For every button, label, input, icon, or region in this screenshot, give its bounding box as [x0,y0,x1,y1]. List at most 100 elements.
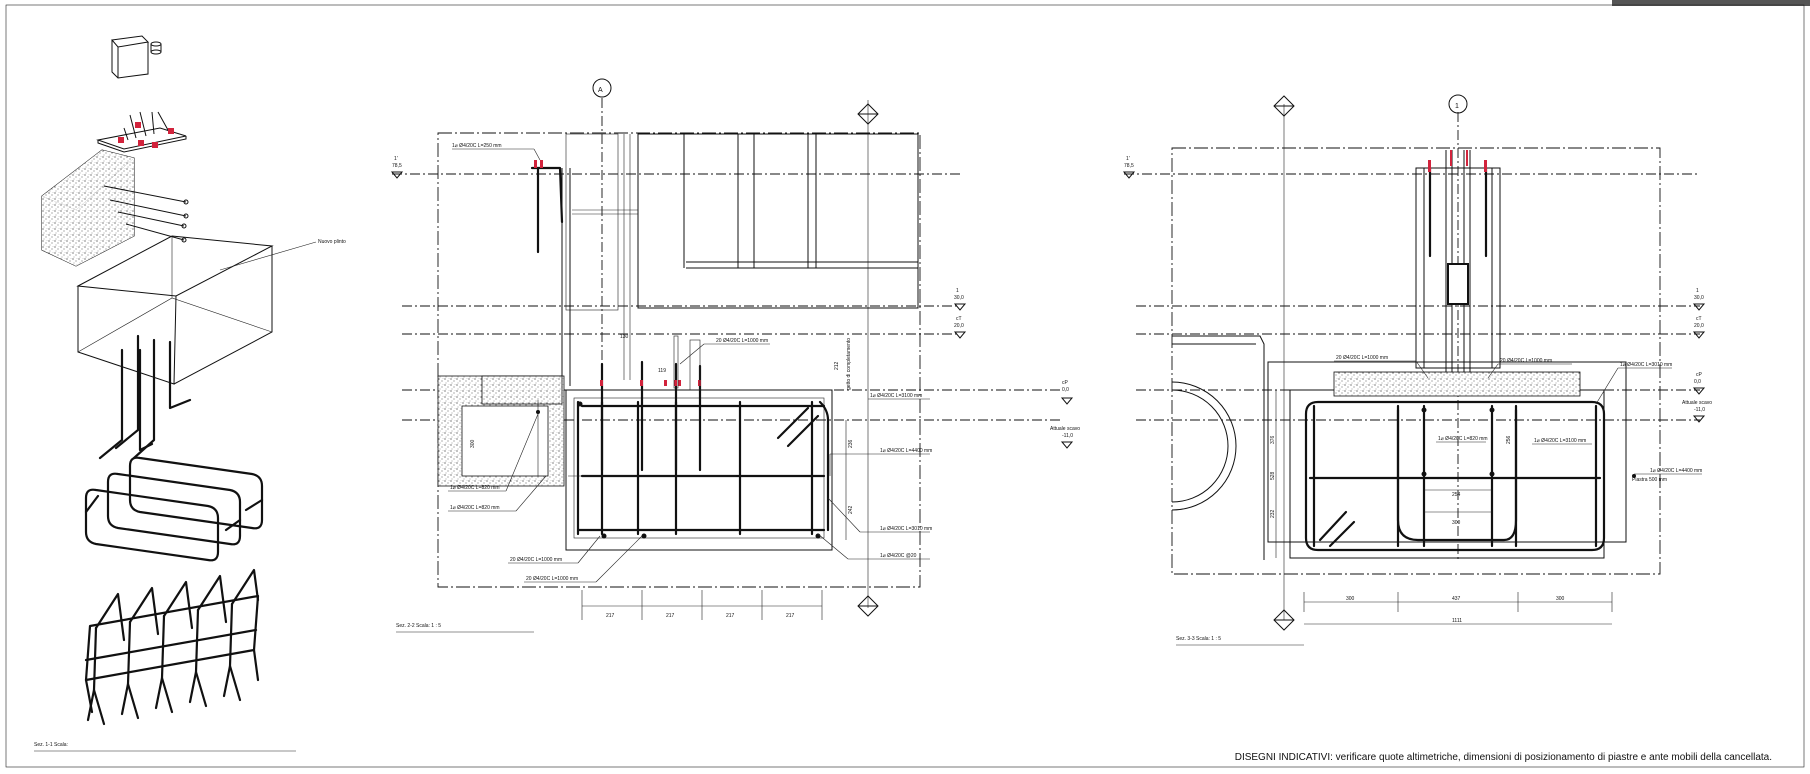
v3-rebar-label-3: 1⌀ Ø4/20C L=820 mm [1438,436,1488,442]
v3-rebar-label-6: Piastra 500 mm [1632,477,1667,483]
v2-level-name-scavo: Attuale scavo [1050,426,1080,432]
v2-rebar-label-8: 20 Ø4/20C L=1000 mm [526,576,578,582]
v3-level-name-1p: 1' [1126,156,1130,162]
v2-rebar-label-7: 20 Ø4/20C L=1000 mm [510,557,562,563]
v2-vertical-note: getto di completamento [846,338,852,390]
v3-level-name-ct: cT [1696,316,1702,322]
view-3-section: 1 1' 78,5 1 30,0 cT 20,0 cP 0,0 Attuale … [1122,94,1712,646]
v2-level-name-1: 1 [956,288,959,294]
v2-level-value-cp: 0,0 [1062,387,1069,393]
v3-rebar-label-1: 20 Ø4/20C L=1000 mm [1500,358,1552,364]
v3-dim-7: 528 [1270,471,1276,480]
view-1-title: Sez. 1-1 Scala: [34,742,68,748]
v2-level-name-cp: cP [1062,380,1069,386]
base-plate [96,111,187,153]
v2-rebar-label-9: 1⌀ Ø4/20C @20 [880,553,917,559]
v3-section-marker-bottom [1273,609,1295,631]
stirrup-cage [84,568,260,726]
v3-rebar-label-2: 1⌀ Ø4/20C L=3010 mm [1620,362,1672,368]
v2-level-name-ct: cT [956,316,962,322]
new-plinth-callout: Nuovo plinto [318,239,346,245]
v3-level-value-scavo: -11,0 [1694,407,1705,413]
v2-dim-119: 119 [658,368,666,374]
v2-rebar-label-2: 1⌀ Ø4/20C L=3100 mm [870,393,922,399]
v3-level-value-cp: 0,0 [1694,379,1701,385]
v3-dim-3: 1111 [1452,618,1462,624]
v2-level-value-1p: 78,5 [392,163,402,169]
v3-level-name-1: 1 [1696,288,1699,294]
v3-rebar-label-4: 1⌀ Ø4/20C L=3100 mm [1534,438,1586,444]
v2-rebar-label-5: 1⌀ Ø4/20C L=820 mm [450,485,500,491]
v3-dim-6: 376 [1270,435,1276,444]
v3-dim-9: 256 [1506,435,1512,444]
v2-dim-1: 217 [666,613,675,619]
v3-section-marker-top [1273,95,1295,117]
v2-level-value-scavo: -11,0 [1062,433,1073,439]
v2-rebar-label-6: 1⌀ Ø4/20C L=820 mm [450,505,500,511]
v2-rebar-label-3: 1⌀ Ø4/20C L=4400 mm [880,448,932,454]
v2-level-value-1: 30,0 [954,295,964,301]
v2-rebar-callouts: 20 Ø4/20C L=1000 mm 1⌀ Ø4/20C L=3100 mm … [448,338,932,583]
v2-section-marker-top [857,103,879,125]
v2-boundary [437,132,921,588]
v2-rebar-label-1: 20 Ø4/20C L=1000 mm [716,338,768,344]
v2-axis-bubble [592,78,612,98]
v2-dimension-chain: 217 217 217 217 [581,590,823,620]
v3-level-value-1p: 78,5 [1124,163,1134,169]
sheet-frame [5,4,1805,768]
callout-leader [219,241,317,271]
v3-existing-wall [1171,335,1265,560]
v3-level-name-cp: cP [1696,372,1703,378]
v3-dimension-chain: 300 437 300 1111 254 300 376 528 232 256 [1270,390,1613,625]
v2-small-dims: 130 119 236 242 300 212 [470,334,854,540]
v3-rebar-label-5: 1⌀ Ø4/20C L=4400 mm [1650,468,1702,474]
v3-dim-1: 437 [1452,596,1461,602]
v2-dim-130: 130 [620,334,629,340]
v3-level-value-ct: 20,0 [1694,323,1704,329]
window-tab-corner [1612,0,1810,6]
v3-plinth [1267,361,1636,559]
v3-dim-0: 300 [1346,596,1355,602]
v3-level-name-scavo: Attuale scavo [1682,400,1712,406]
v3-axis-bubble [1448,94,1468,114]
view-2-section: A 1' 78,5 1 30,0 cT 20,0 cP 0,0 A [390,78,1080,633]
v2-existing-concrete [437,375,565,487]
v3-dim-8: 232 [1270,509,1276,518]
v2-rebar-label-0: 1⌀ Ø4/20C L=250 mm [452,143,502,149]
v3-level-value-1: 30,0 [1694,295,1704,301]
v3-rebar-label-0: 20 Ø4/20C L=1000 mm [1336,355,1388,361]
anchor-rods [98,334,192,460]
v2-plinth [565,335,833,551]
v3-axis-label: 1 [1455,103,1459,110]
drawing-note: DISEGNI INDICATIVI: verificare quote alt… [1234,752,1772,763]
v2-dim-242: 242 [848,505,854,514]
v2-upper-rebar: 1⌀ Ø4/20C L=250 mm [452,143,571,386]
v2-dim-3: 217 [786,613,795,619]
v3-gate-post [1415,150,1501,380]
v2-dim-236: 236 [848,439,854,448]
v2-gate-frame [565,133,919,380]
v2-dim-0: 217 [606,613,615,619]
v3-rebar-callouts: 20 Ø4/20C L=1000 mm 20 Ø4/20C L=1000 mm … [1334,355,1702,483]
v3-dim-4: 254 [1452,492,1461,498]
v2-dim-300: 300 [470,439,476,448]
v2-dim-2: 217 [726,613,735,619]
new-plinth-box: Nuovo plinto [76,235,346,385]
view-2-title: Sez. 2-2 Scala: 1 : 5 [396,623,441,629]
view-1-isometric: Nuovo plinto [34,35,346,752]
sleeve-box [111,35,162,79]
view-3-title: Sez. 3-3 Scala: 1 : 5 [1176,636,1221,642]
rebar-loops [84,456,264,562]
v3-boundary [1171,147,1661,575]
v2-level-value-ct: 20,0 [954,323,964,329]
v2-section-marker-bottom [857,595,879,617]
v2-axis-label: A [598,87,603,94]
concrete-block [41,149,189,267]
v2-rebar-label-4: 1⌀ Ø4/20C L=3010 mm [880,526,932,532]
v3-dim-2: 300 [1556,596,1565,602]
v3-dim-5: 300 [1452,520,1461,526]
v2-dim-212: 212 [834,361,840,370]
v2-level-name-1p: 1' [394,156,398,162]
